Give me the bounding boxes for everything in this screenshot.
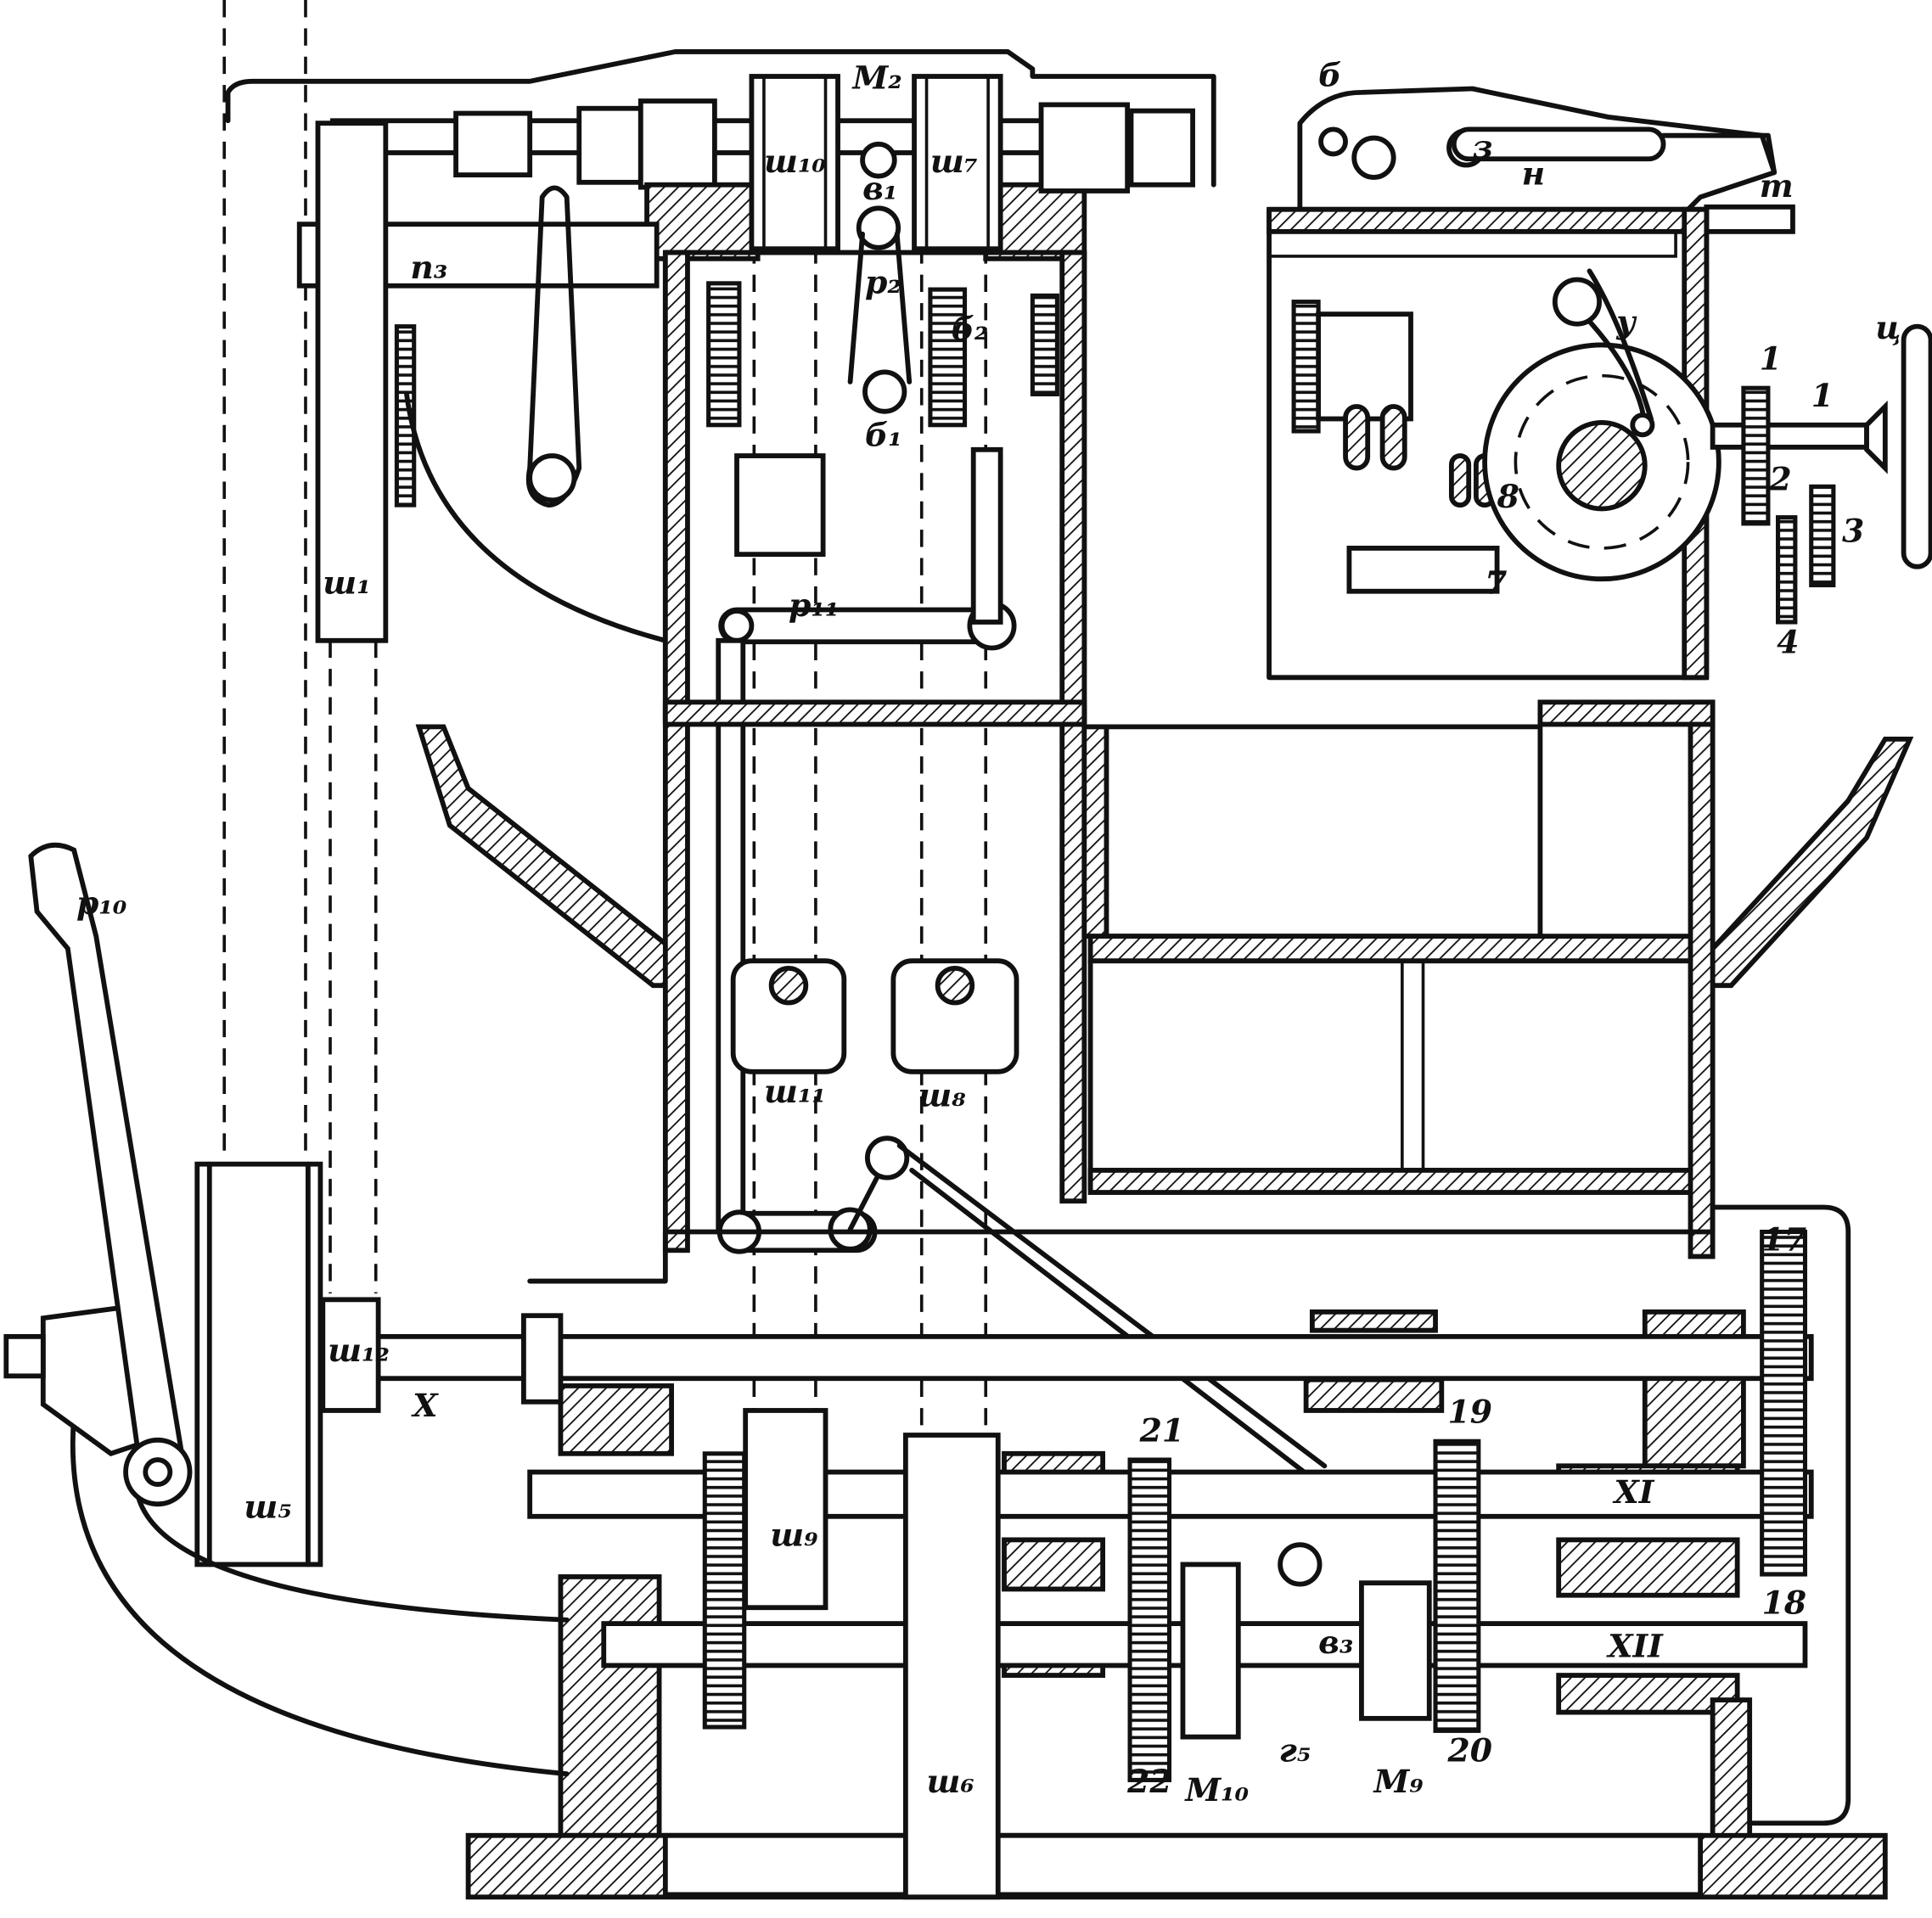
label-7: 7 [1485, 564, 1507, 602]
part-labels: М₂ ш₁₀ ш₇ в₁ р₂ б₂ б₁ п₃ ш₁ р₁₁ б з н т … [76, 57, 1901, 1809]
label-21: 21 [1139, 1411, 1185, 1449]
label-22: 22 [1126, 1763, 1172, 1800]
cam-8 [1482, 268, 1721, 582]
label-xi: XI [1612, 1473, 1654, 1511]
label-17: 17 [1762, 1220, 1807, 1258]
label-3: 3 [1842, 513, 1864, 550]
label-r11: р₁₁ [789, 586, 839, 624]
roller-v1 [860, 141, 897, 179]
label-1a: 1 [1760, 339, 1782, 377]
bearings-sh11-sh8 [730, 958, 1019, 1074]
label-b1: б₁ [865, 416, 902, 453]
label-xii: XII [1606, 1627, 1664, 1664]
pulley-sh1 [315, 121, 389, 643]
pulley-sh9 [743, 1408, 828, 1611]
lower-gearbox [465, 1204, 1888, 1900]
handle-hub [527, 453, 577, 503]
top-cover [225, 49, 1216, 188]
label-ts: ц [1875, 309, 1901, 346]
gear-left [702, 1451, 747, 1730]
label-sh12: ш₁₂ [328, 1332, 390, 1369]
left-basin [415, 724, 674, 989]
label-18: 18 [1762, 1584, 1807, 1621]
roller-b1 [862, 369, 907, 414]
label-t: т [1760, 167, 1794, 205]
label-z: з [1473, 128, 1493, 165]
handwheel-shaft [1710, 323, 1932, 625]
main-shaft-x [367, 1333, 1814, 1382]
link-r11 [716, 446, 1017, 1235]
label-x: X [411, 1387, 439, 1424]
clutch-m10 [1180, 1562, 1241, 1740]
label-n: н [1522, 155, 1546, 193]
label-m10: М₁₀ [1183, 1771, 1249, 1809]
label-m2: М₂ [851, 59, 901, 97]
pulley-sh5 [194, 1161, 381, 1567]
label-sh11: ш₁₁ [764, 1073, 826, 1110]
central-frame [662, 699, 1716, 1259]
handwheel-ts [1901, 323, 1932, 569]
label-sh5: ш₅ [244, 1488, 291, 1525]
pulley-sh6 [902, 1433, 1001, 1900]
clutch-m9 [1359, 1580, 1432, 1721]
lever-r10 [28, 842, 188, 1482]
top-right-head [1297, 86, 1795, 234]
label-sh10: ш₁₀ [764, 143, 826, 180]
label-m9: М₉ [1372, 1763, 1423, 1800]
label-p3: п₃ [410, 249, 447, 286]
label-sh7: ш₇ [930, 143, 978, 180]
lever-r2 [847, 231, 913, 384]
pulley-sh10 [749, 74, 840, 252]
label-sh6: ш₆ [927, 1763, 974, 1800]
base-arm [70, 1414, 570, 1777]
fork-v3 [1278, 1542, 1323, 1587]
label-b: б [1318, 57, 1341, 94]
label-20: 20 [1447, 1732, 1492, 1769]
label-4: 4 [1777, 623, 1799, 660]
label-sh8: ш₈ [918, 1076, 966, 1113]
label-r2: р₂ [865, 263, 901, 300]
label-8: 8 [1497, 478, 1519, 515]
bracket-arm [404, 391, 668, 643]
label-r10: р₁₀ [76, 884, 127, 922]
label-2: 2 [1768, 461, 1791, 498]
label-1b: 1 [1811, 377, 1834, 414]
label-sh1: ш₁ [323, 564, 370, 602]
label-v3: в₃ [1318, 1624, 1353, 1661]
roller-p2 [856, 205, 901, 250]
gear-19-20 [1433, 1438, 1481, 1733]
label-u: у [1615, 303, 1637, 340]
label-v1: в₁ [862, 170, 897, 207]
label-sh9: ш₉ [770, 1517, 817, 1554]
right-basin [1710, 737, 1914, 989]
gear-21-22 [1127, 1457, 1172, 1782]
gear-17-18 [1760, 1229, 1808, 1577]
label-19: 19 [1448, 1393, 1492, 1430]
label-b2: б₂ [952, 311, 989, 348]
label-g5: г₅ [1279, 1732, 1311, 1769]
pulley-sh7 [912, 74, 1003, 252]
gear-left-upper [394, 324, 417, 508]
